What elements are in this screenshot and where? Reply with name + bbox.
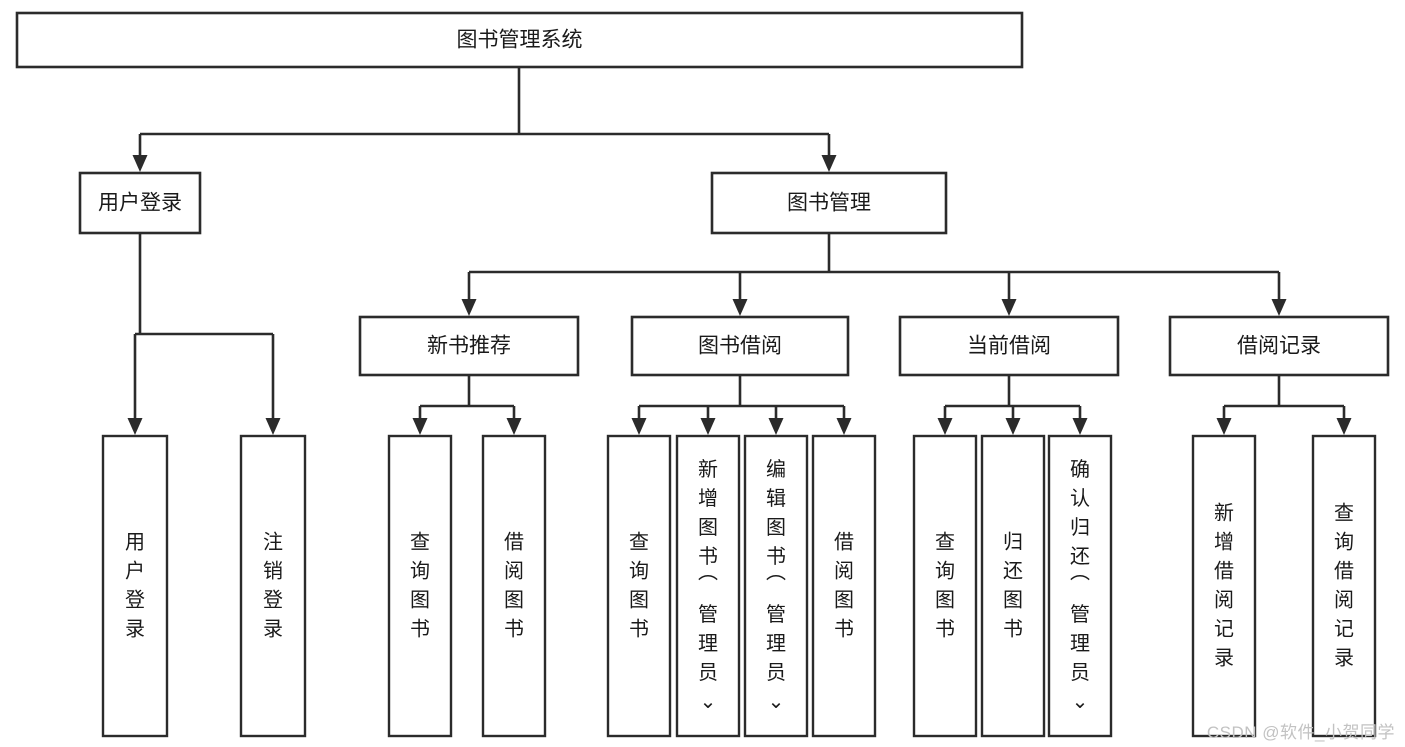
node-label-leaf-query-borrow-record: 查询借阅记录 bbox=[1334, 502, 1354, 670]
node-label-leaf-add-borrow-record: 新增借阅记录 bbox=[1214, 502, 1234, 670]
node-box-leaf-confirm-return-admin[interactable] bbox=[1047, 434, 1113, 738]
node-label-user-login: 用户登录 bbox=[98, 192, 182, 215]
node-label-leaf-edit-book-admin: 编辑图书⌒管理员⌄ bbox=[766, 458, 786, 713]
arrow-head-icon bbox=[631, 418, 647, 435]
node-box-leaf-query-book-recommend[interactable] bbox=[387, 434, 453, 738]
node-label-leaf-add-book-admin: 新增图书⌒管理员⌄ bbox=[698, 458, 718, 713]
node-box-book-borrow[interactable] bbox=[630, 315, 850, 377]
arrow-head-icon bbox=[700, 418, 716, 435]
node-leaf-confirm-return-admin[interactable]: 确认归还⌒管理员⌄ bbox=[1047, 434, 1113, 738]
connector-new-book-recommend-to-leaves bbox=[412, 375, 522, 435]
node-box-leaf-query-borrow-record[interactable] bbox=[1311, 434, 1377, 738]
arrow-head-icon bbox=[1005, 418, 1021, 435]
arrow-head-icon bbox=[937, 418, 953, 435]
node-box-leaf-user-login[interactable] bbox=[101, 434, 169, 738]
connector-current-borrow-to-leaves bbox=[937, 375, 1088, 435]
node-label-book-borrow: 图书借阅 bbox=[698, 335, 782, 358]
arrow-head-icon bbox=[821, 155, 837, 172]
node-leaf-add-borrow-record[interactable]: 新增借阅记录 bbox=[1191, 434, 1257, 738]
connectors-layer bbox=[127, 67, 1352, 435]
arrow-head-icon bbox=[1216, 418, 1232, 435]
arrow-head-icon bbox=[461, 299, 477, 316]
node-leaf-query-book-borrow[interactable]: 查询图书 bbox=[606, 434, 672, 738]
arrow-head-icon bbox=[1072, 418, 1088, 435]
node-box-leaf-query-book-borrow[interactable] bbox=[606, 434, 672, 738]
node-leaf-logout-login[interactable]: 注销登录 bbox=[239, 434, 307, 738]
node-box-leaf-edit-book-admin[interactable] bbox=[743, 434, 809, 738]
node-label-leaf-confirm-return-admin: 确认归还⌒管理员⌄ bbox=[1070, 458, 1090, 713]
node-borrow-record[interactable]: 借阅记录 bbox=[1168, 315, 1390, 377]
node-label-leaf-query-book-borrow: 查询图书 bbox=[629, 531, 649, 641]
node-label-root: 图书管理系统 bbox=[457, 29, 583, 52]
node-box-leaf-add-borrow-record[interactable] bbox=[1191, 434, 1257, 738]
connector-root-to-level2 bbox=[132, 67, 837, 172]
node-box-leaf-return-book[interactable] bbox=[980, 434, 1046, 738]
node-label-leaf-borrow-book: 借阅图书 bbox=[834, 531, 854, 641]
arrow-head-icon bbox=[506, 418, 522, 435]
node-leaf-query-book-current[interactable]: 查询图书 bbox=[912, 434, 978, 738]
node-new-book-recommend[interactable]: 新书推荐 bbox=[358, 315, 580, 377]
node-box-current-borrow[interactable] bbox=[898, 315, 1120, 377]
node-box-leaf-query-book-current[interactable] bbox=[912, 434, 978, 738]
node-box-leaf-add-book-admin[interactable] bbox=[675, 434, 741, 738]
connector-user-login-to-leaves bbox=[127, 233, 281, 435]
nodes-layer: 图书管理系统用户登录图书管理新书推荐图书借阅当前借阅借阅记录用户登录注销登录查询… bbox=[15, 11, 1390, 738]
node-leaf-add-book-admin[interactable]: 新增图书⌒管理员⌄ bbox=[675, 434, 741, 738]
arrow-head-icon bbox=[1336, 418, 1352, 435]
node-book-manage[interactable]: 图书管理 bbox=[710, 171, 948, 235]
node-label-leaf-return-book: 归还图书 bbox=[1003, 531, 1023, 641]
node-box-leaf-logout-login[interactable] bbox=[239, 434, 307, 738]
node-leaf-edit-book-admin[interactable]: 编辑图书⌒管理员⌄ bbox=[743, 434, 809, 738]
node-box-user-login[interactable] bbox=[78, 171, 202, 235]
node-label-leaf-query-book-current: 查询图书 bbox=[935, 531, 955, 641]
node-current-borrow[interactable]: 当前借阅 bbox=[898, 315, 1120, 377]
node-leaf-return-book[interactable]: 归还图书 bbox=[980, 434, 1046, 738]
node-leaf-user-login[interactable]: 用户登录 bbox=[101, 434, 169, 738]
node-leaf-borrow-book-recommend[interactable]: 借阅图书 bbox=[481, 434, 547, 738]
node-label-leaf-borrow-book-recommend: 借阅图书 bbox=[504, 531, 524, 641]
node-label-new-book-recommend: 新书推荐 bbox=[427, 335, 511, 358]
arrow-head-icon bbox=[732, 299, 748, 316]
node-leaf-query-borrow-record[interactable]: 查询借阅记录 bbox=[1311, 434, 1377, 738]
arrow-head-icon bbox=[836, 418, 852, 435]
arrow-head-icon bbox=[1271, 299, 1287, 316]
node-box-leaf-borrow-book-recommend[interactable] bbox=[481, 434, 547, 738]
node-box-leaf-borrow-book[interactable] bbox=[811, 434, 877, 738]
node-label-leaf-user-login: 用户登录 bbox=[125, 532, 145, 641]
arrow-head-icon bbox=[1001, 299, 1017, 316]
node-root[interactable]: 图书管理系统 bbox=[15, 11, 1024, 69]
node-box-book-manage[interactable] bbox=[710, 171, 948, 235]
node-leaf-query-book-recommend[interactable]: 查询图书 bbox=[387, 434, 453, 738]
connector-borrow-record-to-leaves bbox=[1216, 375, 1352, 435]
arrow-head-icon bbox=[412, 418, 428, 435]
node-box-new-book-recommend[interactable] bbox=[358, 315, 580, 377]
connector-book-manage-to-level3 bbox=[461, 233, 1287, 316]
node-label-current-borrow: 当前借阅 bbox=[967, 335, 1051, 358]
node-box-root[interactable] bbox=[15, 11, 1024, 69]
node-label-borrow-record: 借阅记录 bbox=[1237, 335, 1321, 358]
node-leaf-borrow-book[interactable]: 借阅图书 bbox=[811, 434, 877, 738]
node-label-leaf-logout-login: 注销登录 bbox=[263, 531, 283, 641]
arrow-head-icon bbox=[127, 418, 143, 435]
node-label-leaf-query-book-recommend: 查询图书 bbox=[410, 531, 430, 641]
node-user-login[interactable]: 用户登录 bbox=[78, 171, 202, 235]
arrow-head-icon bbox=[768, 418, 784, 435]
node-book-borrow[interactable]: 图书借阅 bbox=[630, 315, 850, 377]
arrow-head-icon bbox=[265, 418, 281, 435]
arrow-head-icon bbox=[132, 155, 148, 172]
node-label-book-manage: 图书管理 bbox=[787, 192, 871, 215]
node-box-borrow-record[interactable] bbox=[1168, 315, 1390, 377]
csdn-watermark: CSDN @软件_小贺同学 bbox=[1206, 723, 1395, 742]
connector-book-borrow-to-leaves bbox=[631, 375, 852, 435]
